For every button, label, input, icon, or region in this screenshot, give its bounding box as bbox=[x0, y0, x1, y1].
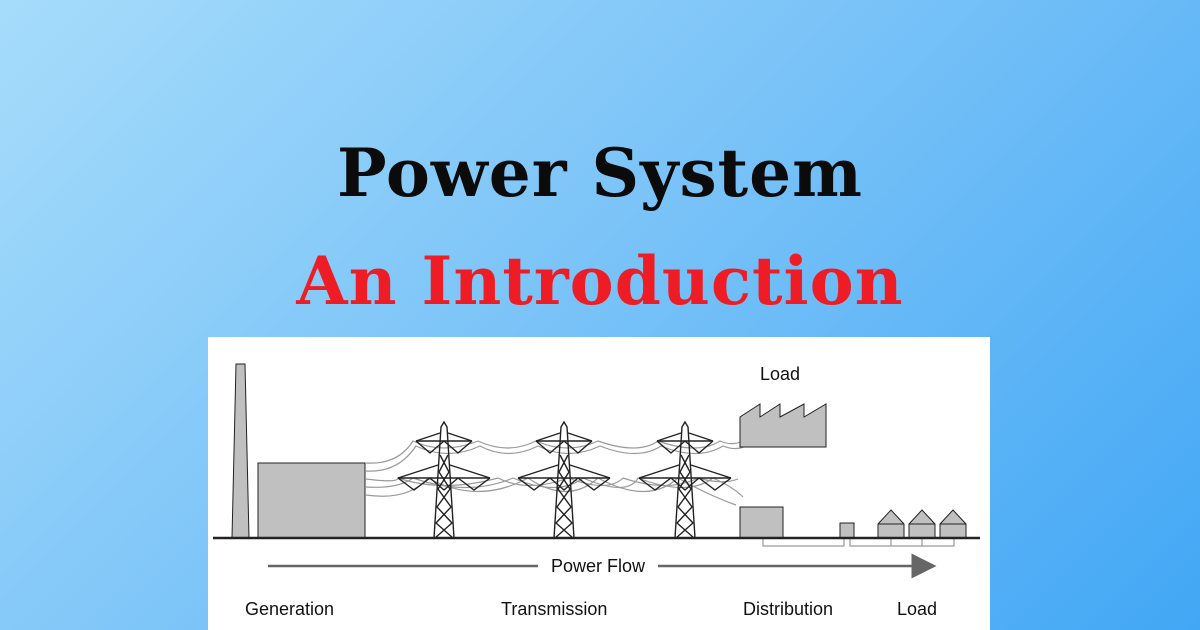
factory-load bbox=[739, 403, 827, 448]
power-plant-building bbox=[257, 462, 366, 539]
stage-label-transmission: Transmission bbox=[501, 599, 607, 619]
power-system-diagram: Load Power Flow Generation Transmission … bbox=[208, 337, 990, 630]
pole-transformer bbox=[839, 522, 855, 539]
house-2 bbox=[908, 509, 936, 539]
house-1 bbox=[877, 509, 905, 539]
stage-label-distribution: Distribution bbox=[743, 599, 833, 619]
transmission-tower-1 bbox=[397, 420, 491, 539]
diagram-svg: Load Power Flow Generation Transmission … bbox=[213, 363, 980, 619]
stage-label-load: Load bbox=[897, 599, 937, 619]
title-line-2: An Introduction bbox=[296, 242, 904, 320]
stage-label-generation: Generation bbox=[245, 599, 334, 619]
distribution-wires bbox=[762, 538, 955, 547]
house-3 bbox=[939, 509, 967, 539]
load-top-label: Load bbox=[760, 364, 800, 384]
title-line-1: Power System bbox=[337, 134, 863, 212]
smokestack bbox=[231, 363, 250, 539]
transmission-tower-2 bbox=[517, 420, 611, 539]
power-flow-label: Power Flow bbox=[551, 556, 646, 576]
distribution-substation bbox=[739, 506, 784, 539]
transmission-tower-3 bbox=[638, 420, 732, 539]
